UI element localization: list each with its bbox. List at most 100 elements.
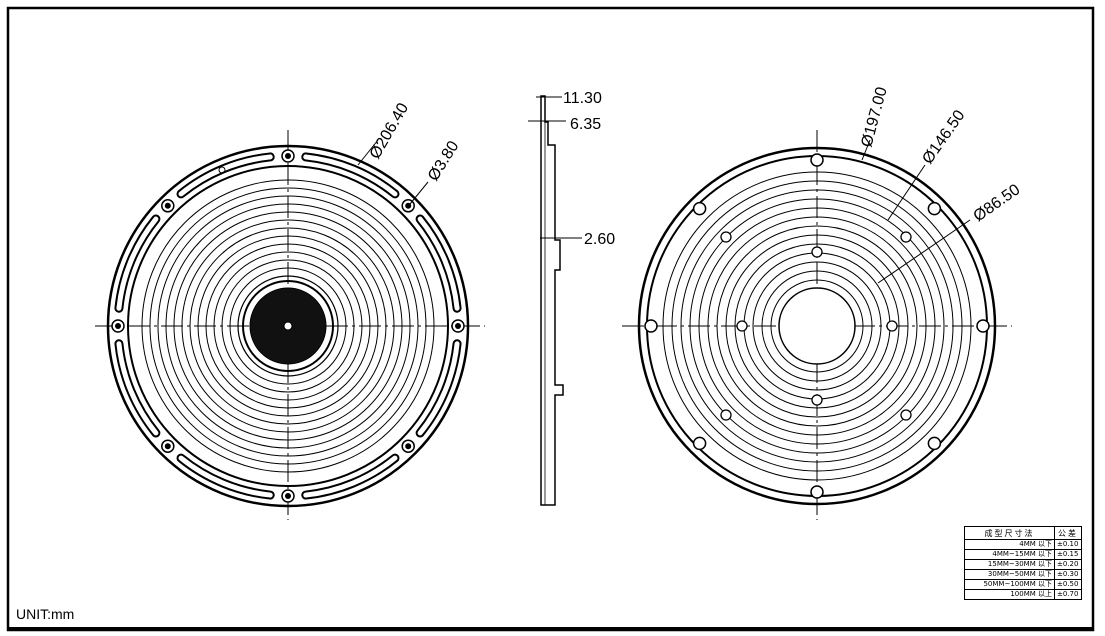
side-profile: [540, 95, 564, 506]
back-lens-ring: [689, 198, 945, 454]
tolerance-row: 4MM~15MM 以下 ±0.15: [964, 549, 1082, 560]
front-mount-hole-core: [115, 323, 121, 329]
front-mount-slot: [415, 214, 462, 313]
front-lens-ring: [165, 203, 411, 449]
tolerance-value: ±0.30: [1054, 569, 1082, 580]
unit-label: UNIT:mm: [16, 606, 75, 622]
front-lens-ring: [229, 267, 347, 385]
front-mount-slot-inner: [417, 341, 460, 436]
front-center-hub-ring-2: [237, 275, 339, 377]
back-mount-hole: [692, 436, 707, 451]
tolerance-row: 100MM 以上 ±0.70: [964, 589, 1082, 600]
front-mount-slot-inner: [303, 455, 398, 498]
front-mount-slot: [301, 453, 400, 500]
front-mount-holes: [111, 149, 465, 503]
leader-outer-diameter: [357, 139, 379, 166]
leader-bolt-circle: [861, 139, 871, 161]
tolerance-value: ±0.15: [1054, 549, 1082, 560]
back-outer-rim: [637, 146, 997, 506]
dim-inner-ring: Ø146.50: [919, 107, 968, 167]
front-mount-slot-inner: [178, 455, 273, 498]
back-lens-ring: [752, 261, 882, 391]
front-lens-ring: [181, 219, 395, 433]
dim-step: 2.60: [584, 231, 615, 248]
back-view: Ø197.00 Ø146.50 Ø86.50: [622, 85, 1023, 520]
front-mount-hole-core: [164, 443, 171, 450]
side-view: 11.30 6.35 2.60: [528, 90, 615, 506]
dim-bolt-circle: Ø197.00: [858, 85, 890, 149]
tolerance-range: 30MM~50MM 以下: [964, 569, 1055, 580]
tolerance-value: ±0.10: [1054, 539, 1082, 550]
back-mount-hole: [810, 485, 824, 499]
tolerance-row: 4MM 以下 ±0.10: [964, 539, 1082, 550]
back-lens-ring: [716, 225, 918, 427]
front-lens-ring: [197, 235, 379, 417]
front-mount-slot-inner: [303, 154, 398, 197]
back-lens-ring: [770, 279, 864, 373]
front-mount-slot: [176, 152, 275, 199]
front-mount-slots: [114, 152, 462, 500]
back-screw-hole: [811, 246, 823, 258]
front-inner-rim: [127, 165, 449, 487]
dim-hole-diameter: Ø3.80: [425, 138, 463, 184]
front-mount-slot: [114, 214, 161, 313]
dim-outer-diameter: Ø206.40: [367, 100, 412, 162]
back-mount-hole: [692, 201, 707, 216]
tolerance-header-tol: 公差: [1054, 526, 1082, 540]
front-mount-slot: [301, 152, 400, 199]
front-center-hub-ring: [242, 280, 334, 372]
tolerance-range: 50MM~100MM 以下: [964, 579, 1055, 590]
back-center-aperture: [778, 287, 856, 365]
back-screw-hole: [900, 231, 912, 243]
front-mount-slot: [415, 339, 462, 438]
tolerance-range: 4MM 以下: [964, 539, 1055, 550]
front-outer-rim: [106, 144, 470, 508]
back-lens-ring: [761, 270, 873, 382]
front-marker-dot: [218, 166, 226, 174]
back-lens-ring: [725, 234, 909, 418]
front-lens-ring: [149, 187, 427, 465]
back-mount-hole: [927, 201, 942, 216]
tolerance-value: ±0.20: [1054, 559, 1082, 570]
front-mount-hole-core: [405, 202, 412, 209]
back-mount-hole: [927, 436, 942, 451]
tolerance-row: 50MM~100MM 以下 ±0.50: [964, 579, 1082, 590]
back-lens-ring: [680, 189, 954, 463]
front-mount-slot-inner: [116, 341, 159, 436]
tolerance-header-range: 成型尺寸法: [964, 526, 1055, 540]
back-mount-hole: [976, 319, 990, 333]
front-mount-hole-core: [285, 153, 291, 159]
back-lens-ring: [698, 207, 936, 445]
front-mount-hole-core: [164, 202, 171, 209]
front-mount-hole-core: [405, 443, 412, 450]
back-lens-ring: [671, 180, 963, 472]
tolerance-range: 100MM 以上: [964, 589, 1055, 600]
front-mount-hole-core: [285, 493, 291, 499]
dim-total-thickness: 11.30: [563, 90, 602, 107]
tolerance-table: 成型尺寸法 公差 4MM 以下 ±0.10 4MM~15MM 以下 ±0.15 …: [964, 526, 1082, 600]
dim-center-ring: Ø86.50: [971, 181, 1024, 225]
back-screw-hole: [811, 394, 823, 406]
back-lens-ring: [707, 216, 927, 436]
leader-inner-ring: [887, 164, 926, 221]
front-lens-ring: [221, 259, 355, 393]
front-lens-ring: [213, 251, 363, 401]
back-mount-hole: [644, 319, 658, 333]
tolerance-value: ±0.70: [1054, 589, 1082, 600]
tolerance-value: ±0.50: [1054, 579, 1082, 590]
leader-center-ring: [877, 219, 971, 284]
front-lens-ring: [205, 243, 371, 409]
back-screw-hole: [720, 231, 732, 243]
back-lens-rings: [662, 171, 972, 481]
tolerance-range: 4MM~15MM 以下: [964, 549, 1055, 560]
front-lens-ring: [173, 211, 403, 441]
front-lens-ring: [189, 227, 387, 425]
front-lens-rings: [141, 179, 435, 473]
back-mount-holes: [644, 153, 990, 499]
front-view: Ø206.40 Ø3.80: [95, 100, 485, 520]
tolerance-row: 15MM~30MM 以下 ±0.20: [964, 559, 1082, 570]
back-mount-hole: [810, 153, 824, 167]
front-mount-slot: [114, 339, 161, 438]
front-mount-slot-inner: [116, 216, 159, 311]
